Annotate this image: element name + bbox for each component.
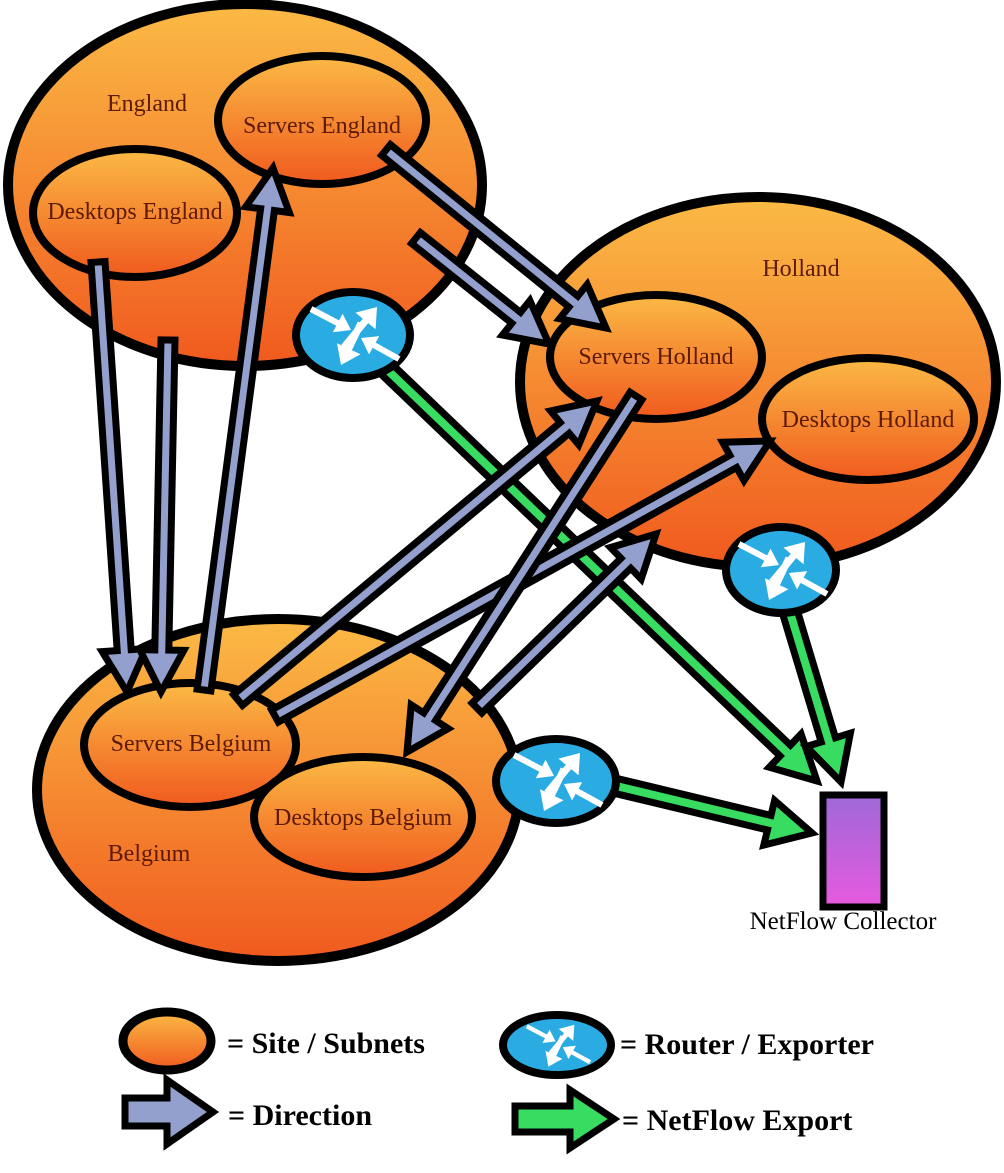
site-belgium: Belgium Servers Belgium Desktops Belgium — [32, 614, 524, 966]
legend-direction-label: = Direction — [228, 1099, 372, 1132]
servers-belgium-label: Servers Belgium — [111, 731, 272, 757]
england-label: England — [107, 91, 187, 117]
arrow-desktops-england-to-servers-belgium — [87, 257, 152, 700]
desktops-holland-ellipse — [758, 354, 978, 484]
router-holland-icon — [722, 523, 840, 617]
router-belgium-icon — [492, 735, 620, 827]
collector-label: NetFlow Collector — [750, 908, 937, 935]
servers-england-label: Servers England — [243, 113, 401, 139]
arrow-router-belgium-to-collector — [605, 773, 820, 850]
arrow-england-to-servers-belgium — [134, 336, 190, 700]
legend-router-icon — [499, 1011, 615, 1079]
arrow-servers-holland-to-desktops-belgium — [402, 387, 647, 759]
belgium-label: Belgium — [108, 841, 191, 867]
arrow-servers-england-to-servers-holland — [376, 139, 612, 333]
desktops-england-label: Desktops England — [47, 199, 222, 225]
desktops-england-ellipse — [29, 145, 241, 281]
arrow-router-holland-to-collector — [774, 592, 855, 790]
collector-box — [819, 791, 888, 911]
arrow-england-to-servers-holland — [406, 227, 555, 349]
desktops-holland-label: Desktops Holland — [782, 407, 955, 433]
netflow-export-arrows — [367, 350, 855, 1155]
legend-direction-arrow — [121, 1073, 220, 1151]
servers-belgium-ellipse — [80, 679, 300, 811]
arrow-servers-belgium-to-servers-holland — [228, 396, 603, 711]
arrow-router-england-to-collector — [367, 350, 823, 787]
legend-router-label: = Router / Exporter — [620, 1028, 874, 1061]
legend-site-ellipse — [118, 1007, 216, 1075]
router-england-icon — [292, 288, 414, 382]
arrow-servers-belgium-to-servers-england — [193, 160, 295, 695]
desktops-belgium-label: Desktops Belgium — [274, 805, 452, 831]
holland-label: Holland — [762, 256, 839, 282]
legend: = Site / Subnets = Router / Exporter = D… — [118, 1007, 874, 1137]
servers-holland-label: Servers Holland — [578, 344, 733, 370]
arrow-desktops-belgium-to-holland — [467, 528, 662, 718]
site-england: England Servers England Desktops England — [3, 0, 487, 371]
netflow-collector: NetFlow Collector — [750, 791, 937, 935]
routers — [292, 288, 840, 1079]
site-holland: Holland Servers Holland Desktops Holland — [515, 192, 1001, 572]
legend-export-arrow — [511, 1083, 621, 1155]
legend-export-label: = NetFlow Export — [622, 1104, 852, 1137]
legend-site-label: = Site / Subnets — [227, 1027, 425, 1060]
desktops-belgium-ellipse — [250, 753, 476, 881]
servers-england-ellipse — [214, 52, 430, 188]
direction-arrows — [87, 139, 777, 1151]
